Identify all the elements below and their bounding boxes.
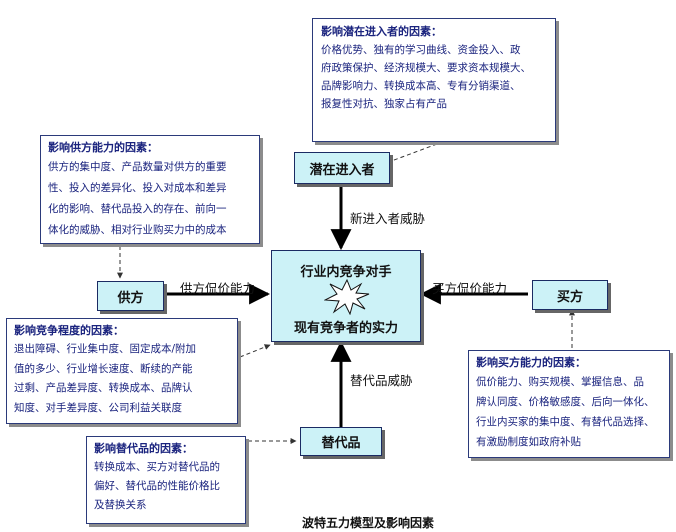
node-industry-rivals: 行业内竞争对手 现有竞争者的实力 (271, 250, 421, 342)
center-subtitle: 现有竞争者的实力 (293, 321, 398, 336)
label-supplier-power: 供方侃价能力 (180, 281, 256, 296)
node-buyers: 买方 (532, 280, 608, 310)
suppliers-factors-title: 影响供方能力的因素： (48, 141, 158, 154)
entrants-factors-box: 影响潜在进入者的因素： 价格优势、独有的学习曲线、资金投入、政 府政策保护、经济… (312, 18, 556, 142)
substitutes-factors-box: 影响替代品的因素： 转换成本、买方对替代品的 偏好、替代品的性能价格比 及替换关… (86, 436, 246, 524)
diagram-caption: 波特五力模型及影响因素 (302, 516, 435, 530)
competition-factors-box: 影响竞争程度的因素： 退出障碍、行业集中度、固定成本/附加 值的多少、行业增长速… (6, 318, 238, 424)
starburst-icon (324, 279, 370, 315)
entrants-factors-title: 影响潜在进入者的因素： (321, 25, 442, 38)
competition-factors-text: 退出障碍、行业集中度、固定成本/附加 值的多少、行业增长速度、断续的产能 过剩、… (14, 343, 197, 414)
buyers-factors-box: 影响买方能力的因素： 侃价能力、购买规模、掌握信息、品 牌认同度、价格敏感度、后… (468, 350, 670, 458)
node-substitutes: 替代品 (300, 427, 382, 456)
buyers-factors-title: 影响买方能力的因素： (476, 356, 586, 369)
dashed-arrow-competition-factors (239, 344, 271, 358)
node-suppliers: 供方 (97, 281, 164, 311)
label-entrant-threat: 新进入者威胁 (350, 211, 426, 226)
substitutes-factors-title: 影响替代品的因素： (94, 442, 193, 455)
competition-factors-title: 影响竞争程度的因素： (14, 324, 124, 337)
substitutes-factors-text: 转换成本、买方对替代品的 偏好、替代品的性能价格比 及替换关系 (94, 461, 220, 511)
node-potential-entrants: 潜在进入者 (294, 152, 390, 184)
label-substitute-threat: 替代品威胁 (350, 373, 413, 388)
buyers-factors-text: 侃价能力、购买规模、掌握信息、品 牌认同度、价格敏感度、后向一体化、 行业内买家… (476, 376, 655, 448)
label-buyer-power: 买方侃价能力 (432, 281, 508, 296)
suppliers-factors-box: 影响供方能力的因素： 供方的集中度、产品数量对供方的重要 性、投入的差异化、投入… (40, 135, 260, 244)
entrants-factors-text: 价格优势、独有的学习曲线、资金投入、政 府政策保护、经济规模大、要求资本规模大、… (321, 44, 531, 110)
center-title: 行业内竞争对手 (300, 265, 392, 280)
suppliers-factors-text: 供方的集中度、产品数量对供方的重要 性、投入的差异化、投入对成本和差异 化的影响… (48, 161, 227, 236)
